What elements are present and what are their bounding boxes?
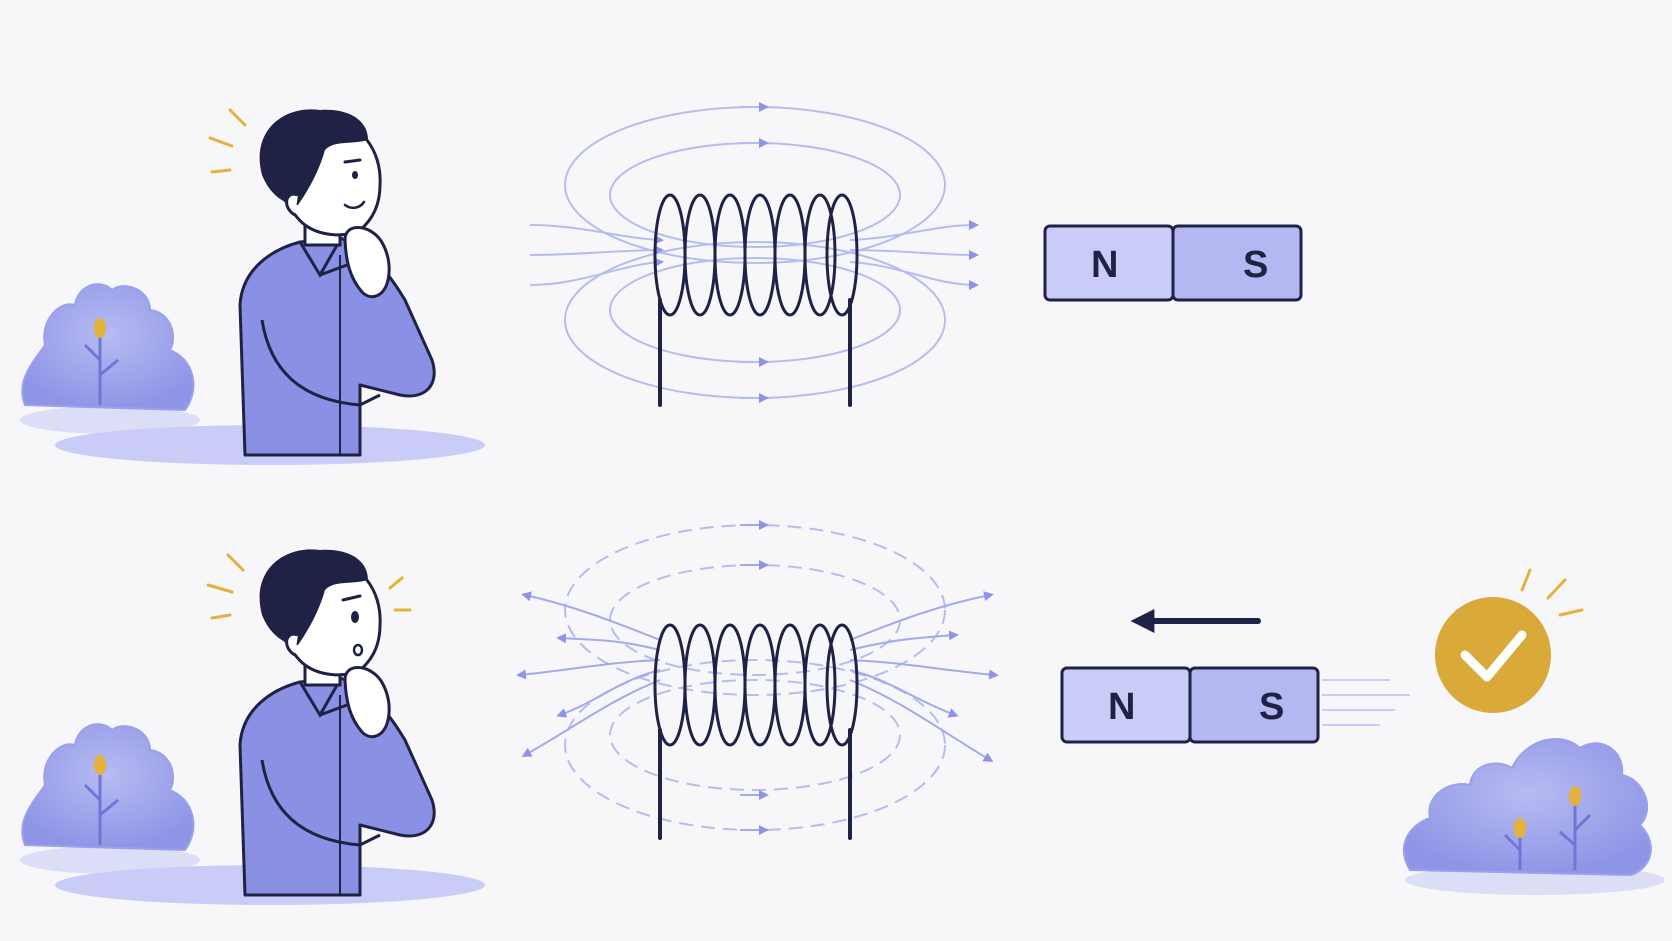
bush-icon: [1403, 738, 1665, 895]
row-changing: N S: [20, 520, 1665, 905]
magnet-south-label: S: [1243, 244, 1268, 286]
bush-icon: [20, 723, 200, 874]
row-steady: N S: [20, 102, 1303, 465]
thinking-person-icon: [208, 108, 436, 457]
coil-icon: [653, 623, 859, 840]
magnet-south-label: S: [1259, 686, 1284, 728]
coil-field-lines-icon: [564, 524, 946, 831]
bar-magnet: N S: [1043, 224, 1303, 302]
bush-icon: [20, 283, 200, 434]
bar-magnet: N S: [1060, 666, 1320, 744]
checkmark-icon: [1435, 568, 1584, 713]
thinking-person-icon: [206, 549, 436, 897]
magnet-north-label: N: [1108, 686, 1135, 728]
motion-streaks: [1322, 679, 1410, 726]
field-arrows: [516, 520, 999, 835]
coil-icon: [653, 193, 859, 407]
coil-field-lines-icon: [529, 102, 979, 403]
magnet-north-label: N: [1091, 244, 1118, 286]
